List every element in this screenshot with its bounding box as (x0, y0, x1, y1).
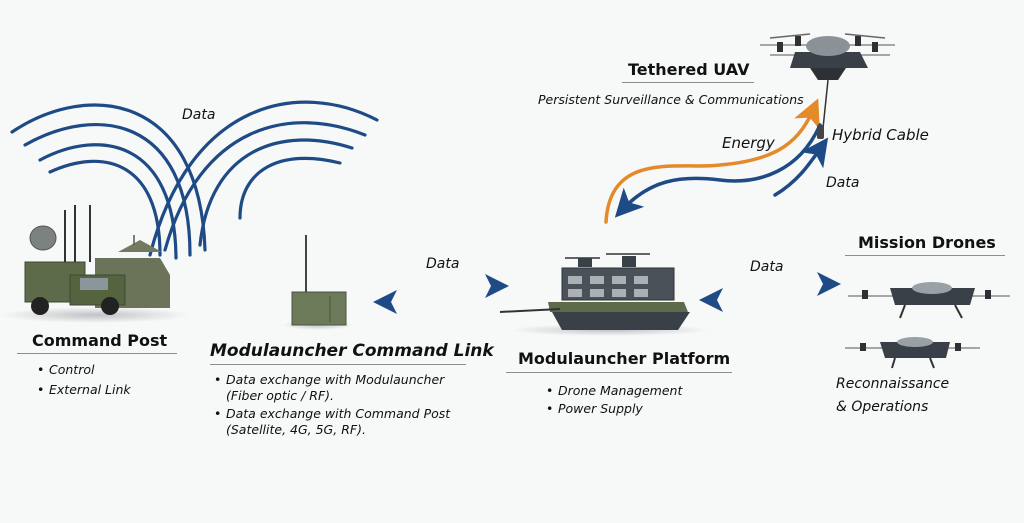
data-link-right-label: Data (750, 259, 784, 275)
mission-drones-divider (845, 255, 1005, 256)
bullet-item: Data exchange with Modulauncher(Fiber op… (214, 372, 450, 404)
platform-bullets: Drone Management Power Supply (546, 383, 682, 417)
command-link-unit-icon (283, 235, 353, 330)
command-post-bullets: Control External Link (37, 362, 131, 398)
bullet-item: Power Supply (546, 401, 682, 417)
energy-arrow (604, 98, 820, 224)
platform-title: Modulauncher Platform (518, 349, 731, 368)
command-post-vehicle-icon (0, 205, 190, 323)
bullet-item: External Link (37, 382, 131, 398)
command-link-divider (210, 364, 466, 365)
bullet-item: Data exchange with Command Post(Satellit… (214, 406, 450, 438)
mission-drones-title: Mission Drones (858, 233, 996, 252)
command-post-divider (17, 353, 177, 354)
bullet-item: Drone Management (546, 383, 682, 399)
platform-divider (506, 372, 732, 373)
tethered-uav-title: Tethered UAV (628, 60, 750, 79)
mission-drone-icon (848, 282, 1010, 319)
mission-drone-icon (845, 337, 980, 369)
hybrid-cable-label: Hybrid Cable (832, 126, 929, 144)
data-link-left-arrows (373, 274, 509, 314)
tethered-uav-drone-icon (760, 33, 895, 80)
data-waves-right (148, 100, 379, 257)
cable-connector-icon (817, 125, 824, 139)
command-link-bullets: Data exchange with Modulauncher(Fiber op… (214, 372, 450, 438)
data-link-right-arrows (699, 272, 841, 312)
data-tether-arrow (614, 123, 822, 218)
tethered-uav-divider (622, 82, 754, 83)
command-post-title: Command Post (32, 331, 168, 350)
data-tether-return-arrow (773, 137, 829, 197)
mission-drones-caption-line2: & Operations (836, 399, 929, 415)
command-link-title: Modulauncher Command Link (210, 341, 494, 361)
data-waves-label: Data (182, 107, 216, 123)
energy-label: Energy (722, 134, 775, 152)
bullet-item: Control (37, 362, 131, 378)
modulauncher-tank-icon (499, 253, 710, 336)
tethered-uav-subtitle: Persistent Surveillance & Communications (538, 92, 804, 107)
data-waves-left (10, 103, 207, 260)
data-link-left-label: Data (426, 256, 460, 272)
data-tether-label: Data (826, 175, 860, 191)
mission-drones-caption-line1: Reconnaissance (836, 376, 950, 392)
